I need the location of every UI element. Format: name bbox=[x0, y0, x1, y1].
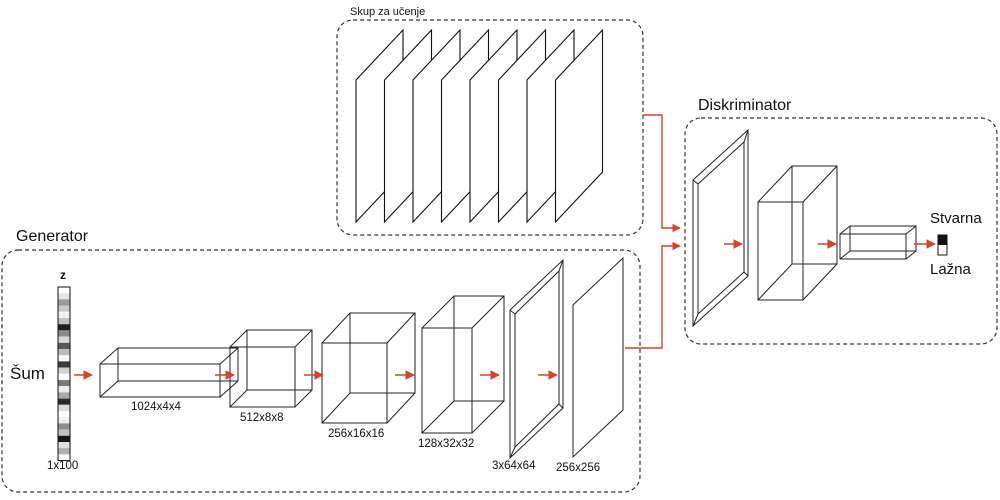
noise-cell bbox=[58, 330, 70, 337]
noise-cell bbox=[58, 287, 70, 294]
output-dim-label: 256x256 bbox=[556, 462, 601, 474]
noise-cell bbox=[58, 318, 70, 325]
noise-label: Šum bbox=[10, 364, 45, 383]
generator-layer-4 bbox=[421, 295, 505, 434]
noise-cell bbox=[58, 349, 70, 356]
generator-layer-1 bbox=[99, 347, 239, 398]
noise-symbol: z bbox=[60, 268, 66, 282]
noise-cell bbox=[58, 342, 70, 349]
noise-vector bbox=[57, 286, 71, 462]
real-label: Stvarna bbox=[930, 210, 982, 227]
noise-cell bbox=[58, 429, 70, 436]
discriminator-box bbox=[684, 117, 998, 345]
noise-size-label: 1x100 bbox=[47, 460, 79, 472]
generator-layer-3 bbox=[321, 312, 416, 424]
noise-vector-outline bbox=[57, 286, 71, 462]
noise-cell bbox=[58, 392, 70, 399]
connector-arrows bbox=[625, 114, 681, 349]
noise-cell bbox=[58, 380, 70, 387]
noise-cell bbox=[58, 442, 70, 449]
noise-cell bbox=[58, 311, 70, 318]
generator-layer-2 bbox=[229, 329, 313, 408]
training-set-label: Skup za učenje bbox=[350, 6, 426, 18]
noise-cell bbox=[58, 423, 70, 430]
noise-cell bbox=[58, 448, 70, 455]
generator-label: Generator bbox=[16, 228, 89, 245]
layer-1-dim-label: 1024x4x4 bbox=[131, 401, 181, 413]
noise-cell bbox=[58, 293, 70, 300]
discriminator-layer-3 bbox=[839, 225, 917, 260]
noise-cell bbox=[58, 454, 70, 461]
noise-cell bbox=[58, 435, 70, 442]
training-set-box bbox=[336, 19, 644, 236]
fake-label: Lažna bbox=[930, 261, 971, 278]
training-image-frame bbox=[554, 28, 604, 224]
discriminator-layer-2 bbox=[757, 165, 838, 301]
noise-cell bbox=[58, 411, 70, 418]
noise-cell bbox=[58, 361, 70, 368]
noise-cell bbox=[58, 299, 70, 306]
noise-cell bbox=[58, 367, 70, 374]
training-image-stack bbox=[355, 28, 604, 224]
discriminator-label: Diskriminator bbox=[698, 97, 792, 114]
layer-4-dim-label: 128x32x32 bbox=[418, 438, 475, 450]
layer-3-dim-label: 256x16x16 bbox=[328, 428, 385, 440]
generator-box bbox=[1, 249, 641, 493]
generator-output-image bbox=[572, 256, 624, 459]
noise-cell bbox=[58, 417, 70, 424]
discriminator-layer-1 bbox=[692, 128, 749, 328]
noise-cell bbox=[58, 386, 70, 393]
layer-5-dim-label: 3x64x64 bbox=[492, 460, 536, 472]
noise-cell bbox=[58, 336, 70, 343]
noise-cell bbox=[58, 355, 70, 362]
layer-2-dim-label: 512x8x8 bbox=[240, 412, 284, 424]
noise-cell bbox=[58, 305, 70, 312]
noise-cell bbox=[58, 373, 70, 380]
noise-cell bbox=[58, 404, 70, 411]
noise-cell bbox=[58, 398, 70, 405]
noise-cell bbox=[58, 324, 70, 331]
generator-layer-5 bbox=[509, 258, 564, 460]
output-indicator bbox=[937, 234, 948, 256]
